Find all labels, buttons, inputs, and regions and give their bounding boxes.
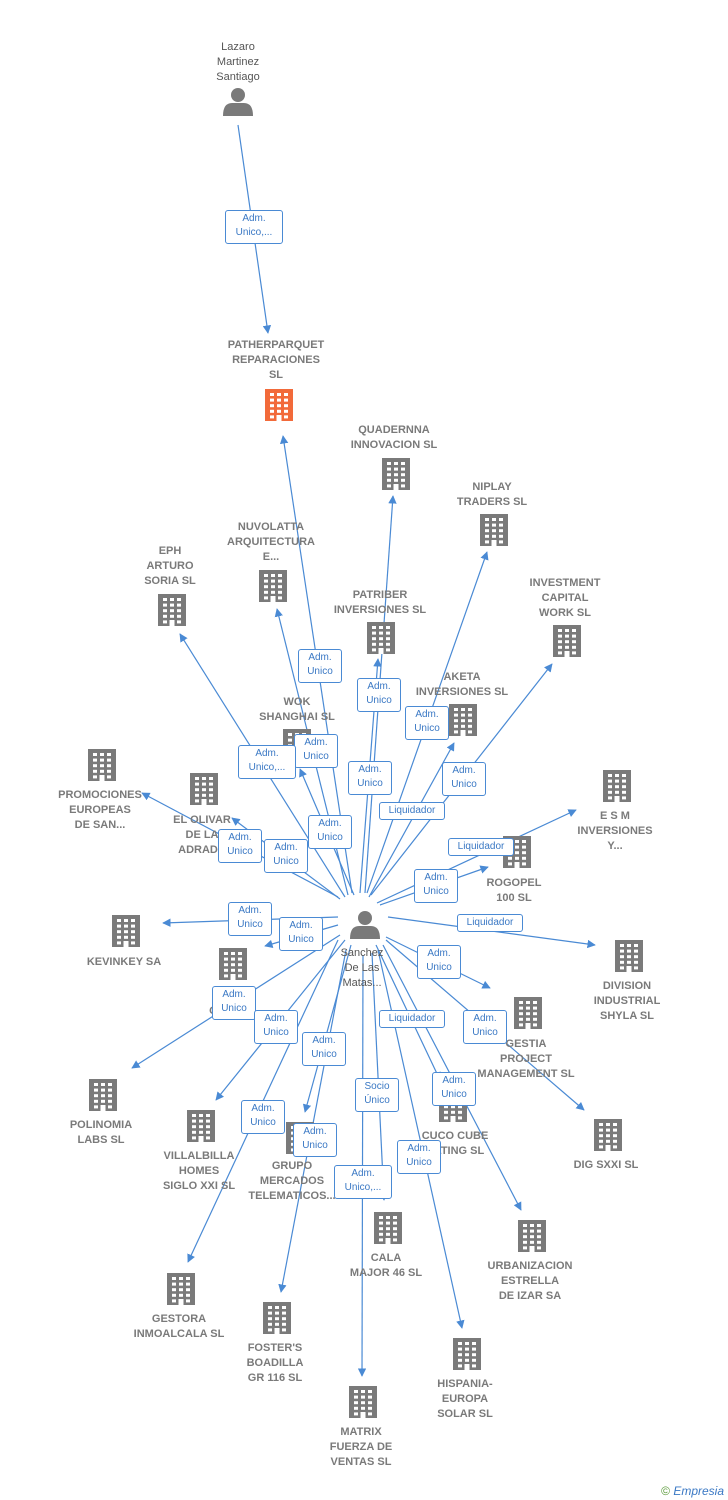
quadernna-label[interactable]: QUADERNNA INNOVACION SL	[350, 424, 438, 451]
gestora-building-icon[interactable]	[167, 1273, 195, 1305]
edge-label-division[interactable]: Liquidador	[457, 914, 523, 932]
niplay-building-icon[interactable]	[480, 514, 508, 546]
promociones-building-icon[interactable]	[88, 749, 116, 781]
aketa-label[interactable]: AKETA INVERSIONES SL	[415, 671, 509, 698]
eph-building-icon[interactable]	[158, 594, 186, 626]
olivar-building-icon[interactable]	[190, 773, 218, 805]
edge-label-nuvolatta[interactable]: Adm. Unico	[294, 734, 338, 768]
edge-center-grupo	[302, 944, 352, 1113]
edge-label-eph[interactable]: Adm. Unico,...	[238, 745, 296, 779]
matrix-building-icon[interactable]	[349, 1386, 377, 1418]
ga-building-icon[interactable]	[219, 948, 247, 980]
polinomia-label[interactable]: POLINOMIA LABS SL	[69, 1119, 133, 1146]
edge-label-patherparquet[interactable]: Adm. Unico,...	[225, 210, 283, 244]
esm-building-icon[interactable]	[603, 770, 631, 802]
edge-label-olivar[interactable]: Adm. Unico	[264, 839, 308, 873]
promociones-label[interactable]: PROMOCIONES EUROPEAS DE SAN...	[58, 789, 142, 831]
hispania-building-icon[interactable]	[453, 1338, 481, 1370]
quadernna-building-icon[interactable]	[382, 458, 410, 490]
nuvolatta-building-icon[interactable]	[259, 570, 287, 602]
investment-label[interactable]: INVESTMENT CAPITAL WORK SL	[529, 577, 601, 619]
rogopel-label[interactable]: ROGOPEL 100 SL	[486, 877, 542, 904]
edge-label-hispania[interactable]: Adm. Unico	[397, 1140, 441, 1174]
lazaro-label[interactable]: Lazaro Martinez Santiago	[216, 41, 260, 83]
icons-layer	[88, 88, 643, 1418]
edge-label-niplay[interactable]: Adm. Unico	[405, 706, 449, 740]
edge-center-esm	[376, 809, 577, 904]
edge-label-grupo[interactable]: Adm. Unico	[302, 1032, 346, 1066]
gestia-building-icon[interactable]	[514, 997, 542, 1029]
edge-label-promociones[interactable]: Adm. Unico	[218, 829, 262, 863]
esm-label[interactable]: E S M INVERSIONES Y...	[577, 810, 653, 852]
edge-label-kevinkey[interactable]: Adm. Unico	[228, 902, 272, 936]
edge-label-matrix[interactable]: Adm. Unico,...	[334, 1165, 392, 1199]
patriber-label[interactable]: PATRIBER INVERSIONES SL	[333, 589, 427, 616]
polinomia-building-icon[interactable]	[89, 1079, 117, 1111]
footer-brand: © Empresia	[661, 1484, 724, 1498]
niplay-label[interactable]: NIPLAY TRADERS SL	[456, 481, 528, 508]
brand-name: Empresia	[673, 1484, 724, 1498]
nuvolatta-label[interactable]: NUVOLATTA ARQUITECTURA E...	[227, 521, 315, 563]
grupo-label[interactable]: GRUPO MERCADOS TELEMATICOS...	[248, 1160, 336, 1202]
patherparquet-label[interactable]: PATHERPARQUET REPARACIONES SL	[227, 339, 325, 381]
edge-center-cala	[371, 952, 388, 1201]
fosters-label[interactable]: FOSTER'S BOADILLA GR 116 SL	[246, 1342, 304, 1384]
dig-building-icon[interactable]	[594, 1119, 622, 1151]
lazaro-person-icon[interactable]	[223, 88, 253, 116]
eph-label[interactable]: EPH ARTURO SORIA SL	[144, 545, 196, 587]
patherparquet-building-icon[interactable]	[265, 389, 293, 421]
copyright-symbol: ©	[661, 1484, 670, 1498]
villalbilla-label[interactable]: VILLALBILLA HOMES SIGLO XXI SL	[162, 1150, 236, 1192]
aketa-building-icon[interactable]	[449, 704, 477, 736]
division-building-icon[interactable]	[615, 940, 643, 972]
urbanizacion-label[interactable]: URBANIZACION ESTRELLA DE IZAR SA	[487, 1260, 573, 1302]
edge-label-aketa[interactable]: Liquidador	[379, 802, 445, 820]
investment-building-icon[interactable]	[553, 625, 581, 657]
edge-label-fosters[interactable]: Adm. Unico	[293, 1123, 337, 1157]
edges-layer	[131, 124, 596, 1377]
center-label[interactable]: Sanchez De Las Matas...	[340, 947, 384, 989]
matrix-label[interactable]: MATRIX FUERZA DE VENTAS SL	[329, 1426, 393, 1468]
edge-center-fosters	[278, 949, 347, 1293]
edge-label-dig[interactable]: Adm. Unico	[463, 1010, 507, 1044]
wok-label[interactable]: WOK SHANGHAI SL	[259, 696, 335, 723]
edge-center-aketa	[368, 742, 455, 898]
hispania-label[interactable]: HISPANIA- EUROPA SOLAR SL	[437, 1378, 493, 1420]
edge-label-patriber[interactable]: Adm. Unico	[348, 761, 392, 795]
division-label[interactable]: DIVISION INDUSTRIAL SHYLA SL	[593, 980, 661, 1022]
edge-label-investment[interactable]: Adm. Unico	[442, 762, 486, 796]
edge-label-cala[interactable]: Socio Único	[355, 1078, 399, 1112]
edge-label-gestora[interactable]: Adm. Unico	[241, 1100, 285, 1134]
edge-label-patherparquet[interactable]: Adm. Unico	[298, 649, 342, 683]
edge-label-wok[interactable]: Adm. Unico	[308, 815, 352, 849]
edge-label-quadernna[interactable]: Adm. Unico	[357, 678, 401, 712]
edge-label-rogopel[interactable]: Adm. Unico	[414, 869, 458, 903]
edge-label-polinomia[interactable]: Adm. Unico	[212, 986, 256, 1020]
edge-label-gestia[interactable]: Adm. Unico	[417, 945, 461, 979]
edge-label-esm[interactable]: Liquidador	[448, 838, 514, 856]
center-person-icon[interactable]	[350, 911, 380, 939]
patriber-building-icon[interactable]	[367, 622, 395, 654]
kevinkey-label[interactable]: KEVINKEY SA	[86, 956, 162, 968]
dig-label[interactable]: DIG SXXI SL	[573, 1159, 639, 1171]
cala-label[interactable]: CALA MAJOR 46 SL	[349, 1252, 423, 1279]
fosters-building-icon[interactable]	[263, 1302, 291, 1334]
edge-label-cuco[interactable]: Liquidador	[379, 1010, 445, 1028]
cala-building-icon[interactable]	[374, 1212, 402, 1244]
villalbilla-building-icon[interactable]	[187, 1110, 215, 1142]
urbanizacion-building-icon[interactable]	[518, 1220, 546, 1252]
kevinkey-building-icon[interactable]	[112, 915, 140, 947]
edge-label-villalbilla[interactable]: Adm. Unico	[254, 1010, 298, 1044]
edge-label-ga[interactable]: Adm. Unico	[279, 917, 323, 951]
edge-label-urbanizacion[interactable]: Adm. Unico	[432, 1072, 476, 1106]
gestia-label[interactable]: GESTIA PROJECT MANAGEMENT SL	[477, 1038, 575, 1080]
gestora-label[interactable]: GESTORA INMOALCALA SL	[133, 1313, 225, 1340]
olivar-label[interactable]: EL OLIVAR DE LA ADRADA	[173, 814, 231, 856]
